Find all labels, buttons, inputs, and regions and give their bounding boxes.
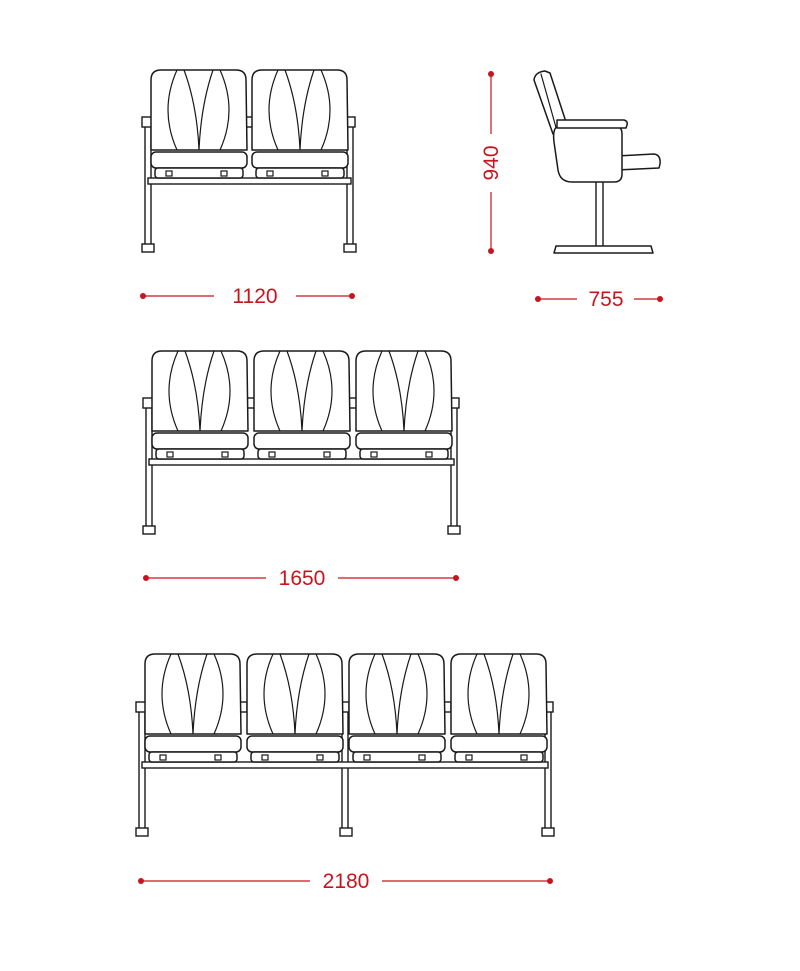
leg-foot bbox=[135, 827, 149, 837]
width-label: 1120 bbox=[232, 285, 277, 308]
bench-seat bbox=[151, 350, 249, 460]
pedestal-post bbox=[595, 177, 604, 249]
chair-armrest bbox=[556, 119, 628, 129]
bench-4-seat-front-view: 2180 bbox=[135, 653, 555, 893]
leg-foot bbox=[141, 243, 155, 253]
width-label: 1650 bbox=[279, 567, 326, 590]
bench-seat bbox=[246, 653, 344, 763]
bench-seat bbox=[355, 350, 453, 460]
width-dimension: 1120 bbox=[140, 285, 355, 308]
bench-beam bbox=[148, 458, 455, 466]
bench-seat bbox=[348, 653, 446, 763]
bench-seat bbox=[450, 653, 548, 763]
width-dimension: 1650 bbox=[143, 567, 459, 590]
bench-seat bbox=[251, 69, 349, 179]
bench-beam bbox=[147, 177, 352, 185]
bench-leg bbox=[138, 706, 146, 832]
height-label: 940 bbox=[480, 145, 503, 180]
leg-foot bbox=[343, 243, 357, 253]
depth-label: 755 bbox=[588, 288, 623, 311]
width-label: 2180 bbox=[323, 870, 370, 893]
depth-dimension: 755 bbox=[535, 288, 663, 311]
bench-2-seat-front-view: 1120 bbox=[140, 69, 357, 308]
leg-foot bbox=[142, 525, 156, 535]
side-chair bbox=[533, 70, 661, 254]
side-view: 940 755 bbox=[480, 70, 663, 311]
height-dimension: 940 bbox=[480, 71, 503, 254]
bench-beam bbox=[141, 761, 549, 769]
bench-seat bbox=[253, 350, 351, 460]
leg-foot bbox=[339, 827, 353, 837]
leg-foot bbox=[447, 525, 461, 535]
pedestal-base bbox=[553, 245, 654, 254]
bench-seat bbox=[144, 653, 242, 763]
leg-foot bbox=[541, 827, 555, 837]
width-dimension: 2180 bbox=[138, 870, 553, 893]
chair-seat-cushion bbox=[615, 153, 661, 171]
bench-seat bbox=[150, 69, 248, 179]
chair-side-panel bbox=[552, 125, 623, 183]
bench-3-seat-front-view: 1650 bbox=[142, 350, 461, 590]
